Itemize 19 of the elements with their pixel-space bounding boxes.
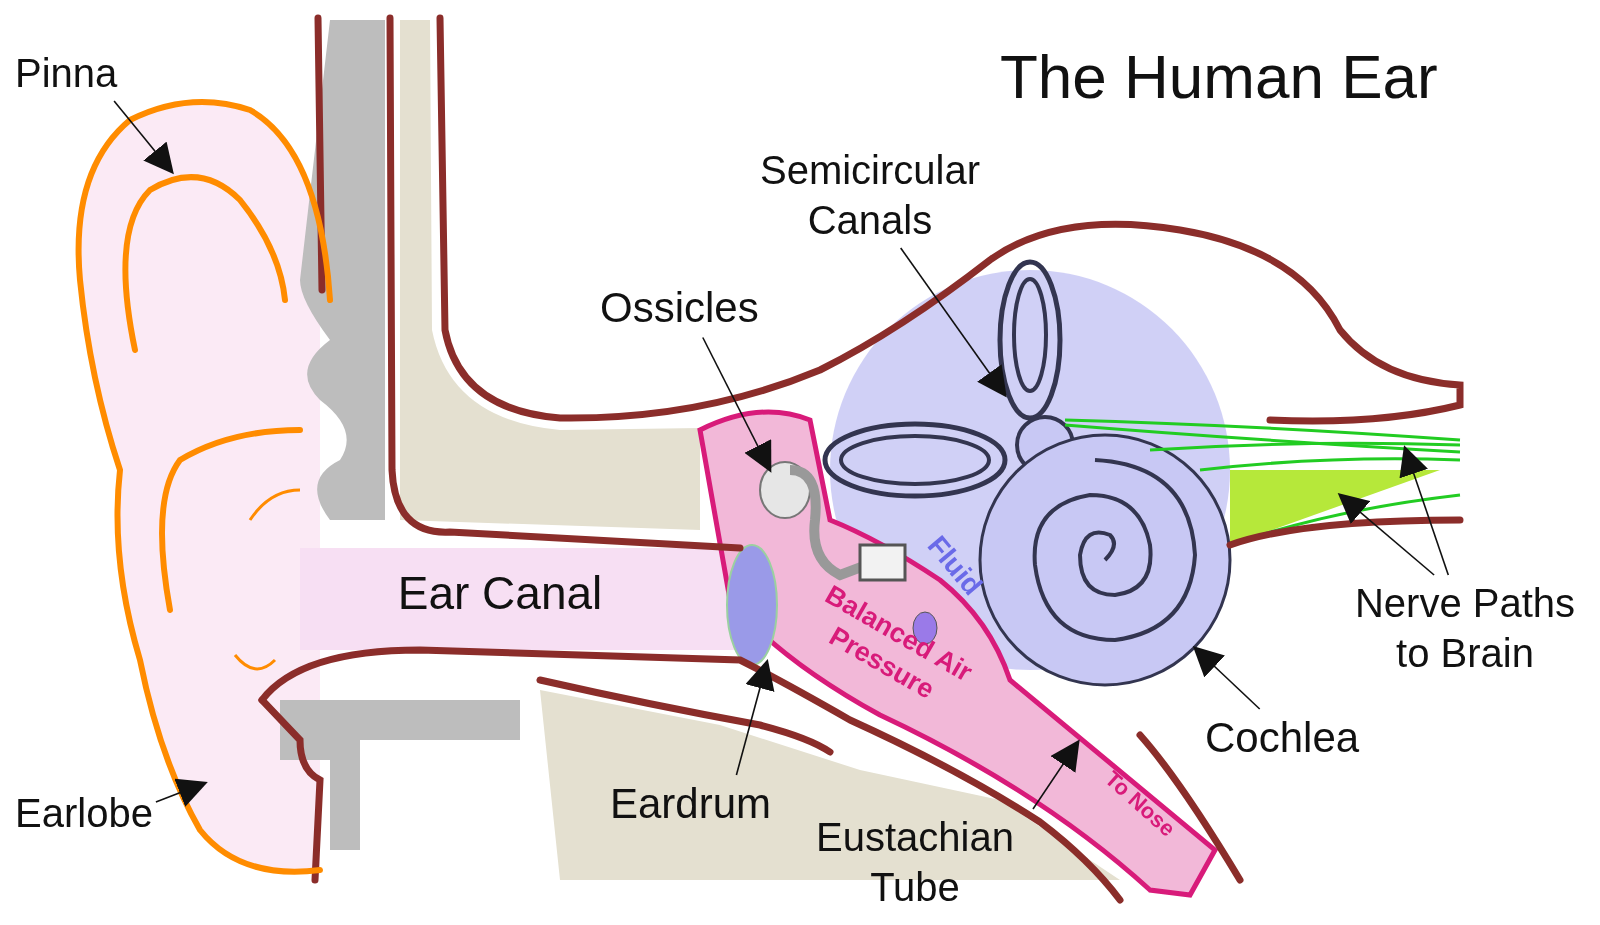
part-label: Earlobe: [15, 788, 153, 838]
part-label: Semicircular Canals: [740, 145, 1000, 245]
leader-arrow: [155, 778, 208, 807]
part-label: Eardrum: [610, 778, 772, 831]
leader-arrow: [702, 336, 772, 473]
leader-arrow: [735, 659, 775, 776]
diagram-title: The Human Ear: [1000, 41, 1438, 113]
leader-arrow: [113, 100, 174, 175]
part-label: Cochlea: [1205, 712, 1360, 765]
leader-arrow: [1337, 493, 1435, 576]
leader-arrow: [1032, 739, 1080, 810]
part-label: Eustachian Tube: [800, 812, 1030, 912]
region-label: Ear Canal: [396, 566, 604, 621]
part-label: Ossicles: [600, 282, 759, 335]
leader-arrow: [899, 247, 1007, 398]
leader-arrow: [1399, 445, 1450, 576]
part-label: Nerve Paths to Brain: [1335, 578, 1595, 678]
leader-arrow: [1192, 645, 1261, 710]
part-label: Pinna: [15, 48, 118, 98]
